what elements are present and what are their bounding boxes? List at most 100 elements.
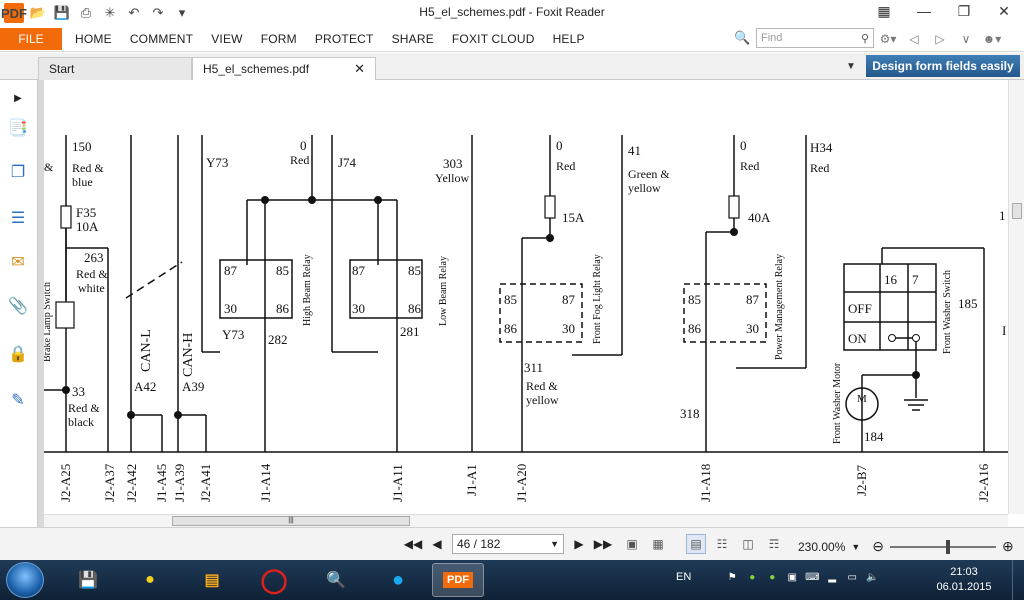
ribbon-display-icon[interactable]: ▦ — [877, 2, 891, 19]
connector-j1-a1: J1-A1 — [464, 464, 479, 496]
design-form-banner[interactable]: Design form fields easily — [866, 55, 1020, 77]
show-desktop-button[interactable] — [1012, 560, 1024, 600]
label-can-l: CAN-L — [139, 329, 154, 372]
continuous-page-icon[interactable]: ☷ — [716, 537, 728, 551]
vertical-scroll-thumb[interactable] — [1012, 203, 1022, 219]
previous-page-icon[interactable]: ◀ — [432, 537, 442, 551]
taskbar-clock[interactable]: 21:03 06.01.2015 — [932, 565, 996, 595]
tab-form[interactable]: FORM — [260, 32, 297, 46]
tab-help[interactable]: HELP — [552, 32, 585, 46]
battery-icon[interactable]: ▭ — [847, 571, 857, 583]
zoom-in-icon[interactable]: ⊕ — [1002, 538, 1014, 554]
label-red-c: Red — [740, 159, 759, 173]
zoom-control: 230.00% ▼ ⊖ ⊕ — [798, 538, 1014, 555]
open-folder-icon[interactable]: 📂 — [29, 5, 47, 20]
extract-page-icon[interactable]: ▣ — [626, 537, 638, 551]
panel-splitter[interactable] — [38, 80, 44, 527]
taskbar-skype-icon[interactable]: ● — [391, 568, 405, 591]
taskbar-chart-app-icon[interactable]: ▤ — [204, 572, 220, 589]
zoom-out-icon[interactable]: ⊖ — [872, 538, 885, 554]
next-result-icon[interactable]: ▷ — [935, 32, 945, 46]
new-doc-icon[interactable]: ✳ — [104, 5, 116, 20]
label-a42: A42 — [134, 379, 156, 394]
search-folder-icon[interactable]: 🔍 — [734, 30, 751, 45]
start-button[interactable] — [6, 562, 44, 598]
lock-icon[interactable]: 🔒 — [8, 346, 28, 363]
tab-start[interactable]: Start — [38, 57, 192, 80]
search-icon[interactable]: ⚲ — [860, 32, 869, 45]
bookmark-icon[interactable]: 📑 — [8, 120, 28, 137]
zoom-level[interactable]: 230.00% — [798, 539, 846, 554]
tray-app-icon[interactable]: ● — [749, 571, 756, 583]
app-logo-icon[interactable]: PDF — [1, 3, 27, 23]
expand-panel-icon[interactable]: ▶ — [14, 92, 22, 104]
tray-app2-icon[interactable]: ● — [769, 571, 776, 583]
volume-icon[interactable]: 🔈 — [866, 571, 879, 583]
next-page-icon[interactable]: ▶ — [574, 537, 584, 551]
label-w41: 41 — [628, 143, 641, 158]
comments-icon[interactable]: ✉ — [11, 254, 25, 271]
customize-dropdown-icon[interactable]: ▾ — [178, 5, 186, 20]
tab-view[interactable]: VIEW — [211, 32, 243, 46]
zoom-slider[interactable] — [890, 539, 997, 554]
horizontal-scroll-thumb[interactable]: ||| — [172, 516, 410, 526]
label-r85a: 85 — [276, 263, 289, 278]
ribbon-tabs: FILE HOME COMMENT VIEW FORM PROTECT SHAR… — [0, 26, 1024, 52]
insert-page-icon[interactable]: ▦ — [652, 537, 664, 551]
signature-icon[interactable]: ✎ — [11, 392, 25, 409]
vertical-scrollbar[interactable] — [1008, 80, 1024, 514]
tray-monitor-icon[interactable]: ▣ — [787, 571, 797, 583]
taskbar-save-app-icon[interactable]: 💾 — [78, 572, 98, 589]
tab-document[interactable]: H5_el_schemes.pdf ✕ — [192, 57, 376, 80]
page-navigation: ◀◀ ◀ 46 / 182 ▼ ▶ ▶▶ — [404, 534, 612, 554]
minimize-button[interactable]: — — [917, 3, 931, 19]
save-icon[interactable]: 💾 — [53, 5, 71, 20]
taskbar-search-app-icon[interactable]: 🔍 — [326, 572, 346, 589]
restore-button[interactable]: ❐ — [957, 2, 971, 19]
label-r87a: 87 — [224, 263, 238, 278]
tab-comment[interactable]: COMMENT — [129, 32, 194, 46]
print-icon[interactable]: ⎙ — [80, 5, 92, 20]
attachment-icon[interactable]: 📎 — [8, 298, 28, 315]
tab-foxit-cloud[interactable]: FOXIT CLOUD — [451, 32, 535, 46]
banner-toggle-icon[interactable]: ▼ — [846, 61, 856, 72]
user-avatar-icon[interactable]: ☻▾ — [982, 32, 1002, 46]
close-icon[interactable]: ✕ — [354, 61, 365, 76]
gear-icon[interactable]: ⚙▾ — [879, 32, 897, 46]
zoom-slider-knob[interactable] — [946, 539, 951, 554]
file-tab[interactable]: FILE — [0, 28, 62, 50]
label-j74: J74 — [338, 155, 357, 170]
document-canvas[interactable]: & 150 Red & blue F35 10A 263 Red & white… — [44, 80, 1008, 514]
tab-protect[interactable]: PROTECT — [314, 32, 374, 46]
single-page-icon[interactable]: ▤ — [686, 534, 706, 554]
find-input[interactable]: Find ⚲ — [756, 28, 874, 48]
connector-j2-a41: J2-A41 — [198, 464, 213, 502]
last-page-icon[interactable]: ▶▶ — [593, 537, 613, 551]
facing-page-icon[interactable]: ◫ — [742, 537, 754, 551]
tab-home[interactable]: HOME — [75, 32, 112, 46]
undo-icon[interactable]: ↶ — [128, 5, 140, 20]
close-button[interactable]: ✕ — [998, 2, 1010, 19]
redo-icon[interactable]: ↷ — [152, 5, 164, 20]
tab-share[interactable]: SHARE — [391, 32, 434, 46]
label-r87d: 87 — [746, 292, 760, 307]
taskbar-opera-icon[interactable]: ◯ — [260, 566, 288, 594]
taskbar-bat-app-icon[interactable]: ● — [145, 571, 155, 588]
first-page-icon[interactable]: ◀◀ — [403, 537, 423, 551]
connector-j2-a25: J2-A25 — [58, 464, 73, 502]
language-indicator[interactable]: EN — [676, 571, 692, 583]
connector-j2-a16: J2-A16 — [976, 463, 991, 502]
continuous-facing-icon[interactable]: ☶ — [768, 537, 780, 551]
taskbar-foxit-icon[interactable]: PDF — [432, 563, 484, 597]
page-number-input[interactable]: 46 / 182 ▼ — [452, 534, 564, 554]
tray-keyboard-icon[interactable]: ⌨ — [805, 571, 820, 583]
pages-icon[interactable]: ❐ — [10, 164, 26, 181]
network-signal-icon[interactable]: ▂ — [828, 571, 837, 583]
chevron-down-icon[interactable]: ▼ — [550, 539, 559, 549]
horizontal-scrollbar[interactable]: ||| — [44, 514, 1008, 527]
previous-result-icon[interactable]: ◁ — [909, 32, 919, 46]
flag-icon[interactable]: ⚑ — [727, 571, 737, 583]
layers-icon[interactable]: ☰ — [10, 210, 26, 227]
chevron-down-icon[interactable]: ∨ — [961, 32, 971, 46]
zoom-dropdown-icon[interactable]: ▼ — [851, 541, 861, 552]
